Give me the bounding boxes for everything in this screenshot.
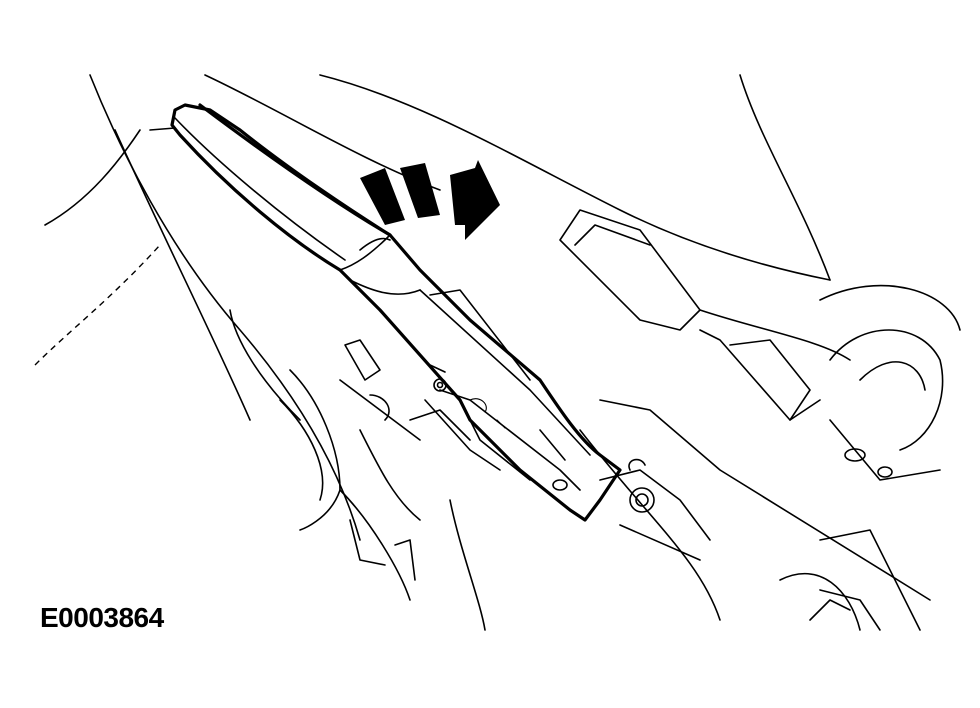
center-console xyxy=(559,209,961,631)
mounting-bolt xyxy=(599,458,711,561)
figure-reference-code: E0003864 xyxy=(40,602,164,633)
console-surroundings xyxy=(34,74,831,541)
motion-arrow-icon xyxy=(360,160,500,240)
hand-brake-lever xyxy=(170,103,622,522)
lower-panel xyxy=(279,369,486,631)
